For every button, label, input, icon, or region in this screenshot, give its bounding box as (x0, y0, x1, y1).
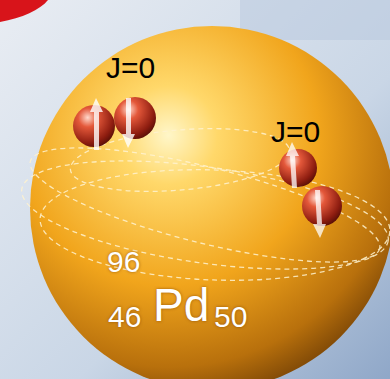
element-symbol: Pd (153, 282, 209, 328)
nucleus-sphere (30, 26, 390, 379)
red-corner (0, 0, 48, 22)
orbit-ellipses (15, 121, 390, 289)
nucleon-pair (73, 97, 156, 150)
spin-label: J=0 (106, 53, 155, 83)
mass-number: 96 (107, 247, 140, 277)
spin-label: J=0 (271, 117, 320, 147)
nucleon-pair (279, 142, 342, 238)
neutron-number: 50 (214, 302, 247, 332)
proton-number: 46 (108, 302, 141, 332)
